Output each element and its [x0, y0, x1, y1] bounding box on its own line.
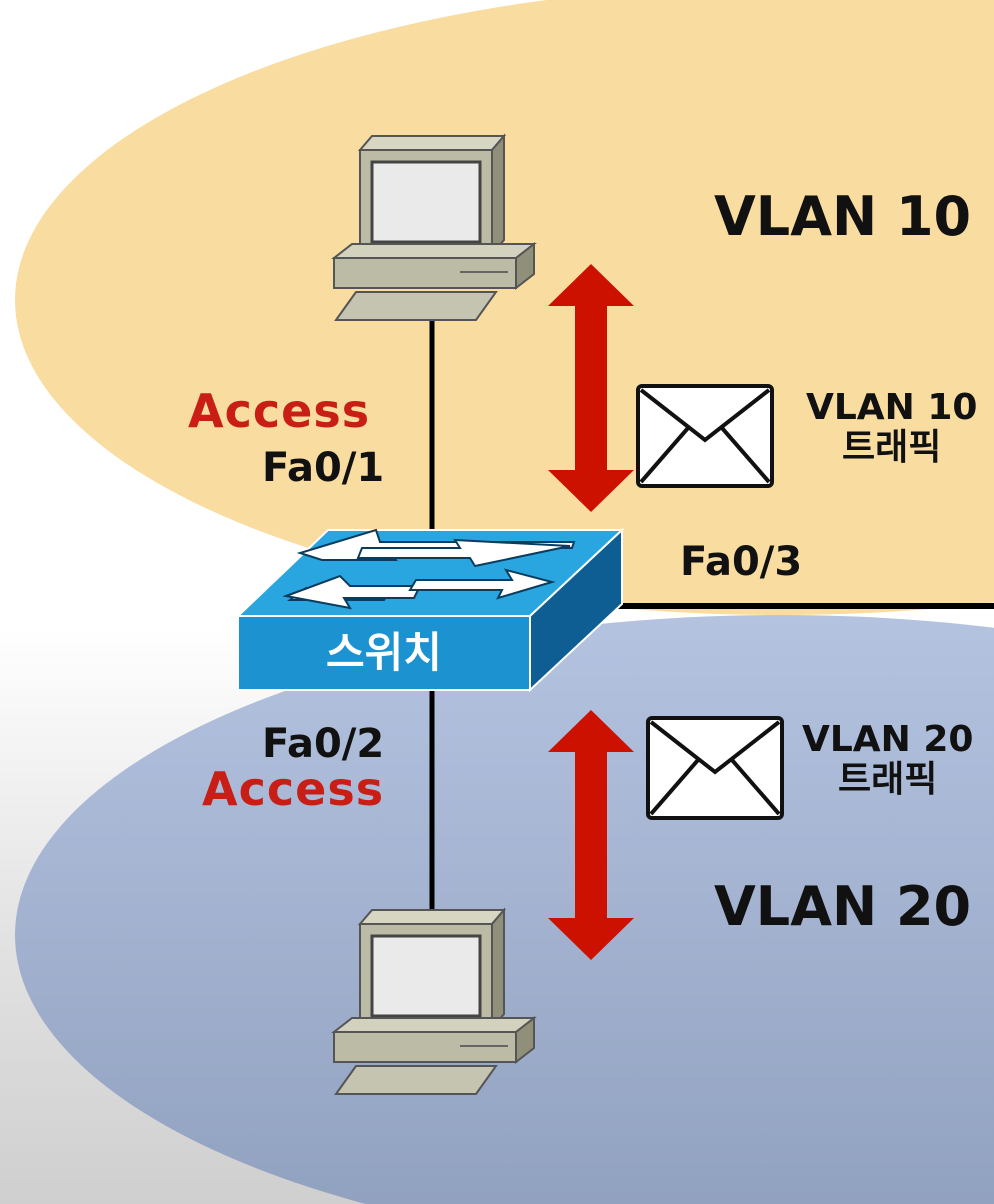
switch-label: 스위치 — [326, 628, 442, 677]
double-arrow-icon — [548, 710, 634, 960]
port-fa0-3-label: Fa0/3 — [680, 539, 803, 585]
double-arrow-icon — [548, 264, 634, 512]
vlan10-traffic-label: VLAN 10 트래픽 — [806, 387, 978, 469]
access-mode-label: Access — [202, 762, 385, 816]
traffic-vlan-name: VLAN 20 — [802, 719, 974, 760]
envelope-icon — [636, 384, 774, 488]
vlan20-traffic-label: VLAN 20 트래픽 — [802, 719, 974, 801]
traffic-word: 트래픽 — [838, 759, 938, 801]
port-fa0-2-label: Fa0/2 — [262, 721, 385, 767]
vlan20-title: VLAN 20 — [714, 875, 972, 938]
vlan10-zone — [15, 0, 994, 615]
vlan10-title: VLAN 10 — [714, 185, 972, 248]
traffic-word: 트래픽 — [842, 427, 942, 469]
port-fa0-1-label: Fa0/1 — [262, 445, 385, 491]
envelope-icon — [646, 716, 784, 820]
computer-icon — [331, 907, 537, 1095]
traffic-vlan-name: VLAN 10 — [806, 387, 978, 428]
switch-icon — [235, 527, 625, 693]
access-mode-label: Access — [188, 384, 371, 438]
computer-icon — [331, 133, 537, 321]
